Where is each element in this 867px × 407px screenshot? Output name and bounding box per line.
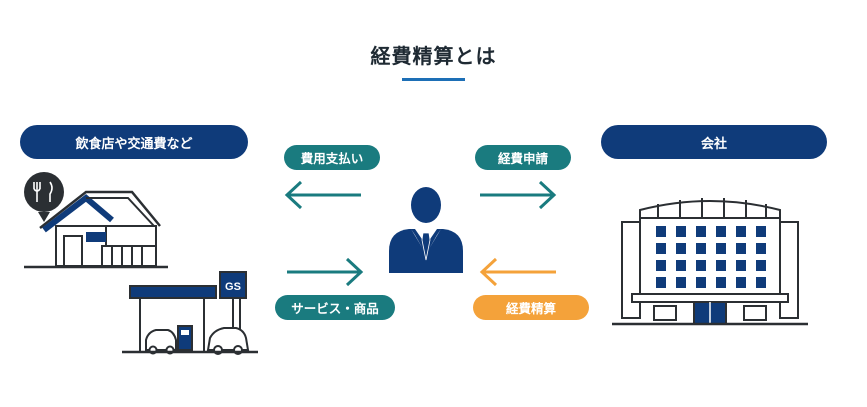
expense-settlement-label: 経費精算 [473,295,589,320]
gas-station-icon: GS [122,271,258,355]
service-product-label: サービス・商品 [275,295,395,320]
arrow-left-top [284,180,361,210]
restaurant-icon [24,172,168,269]
diagram-title: 経費精算とは [370,44,497,68]
arrow-left-bottom [479,257,556,287]
company-building-icon [612,198,808,326]
right-category-label: 会社 [601,125,827,159]
expense-payment-label: 費用支払い [284,145,380,170]
left-category-label: 飲食店や交通費など [20,125,248,159]
businessman-icon [389,187,463,273]
arrow-right-top [480,180,557,210]
expense-application-label: 経費申請 [475,145,571,170]
gas-station-sign-text: GS [225,281,241,293]
arrow-right-bottom [287,257,364,287]
title-underline [402,78,465,81]
